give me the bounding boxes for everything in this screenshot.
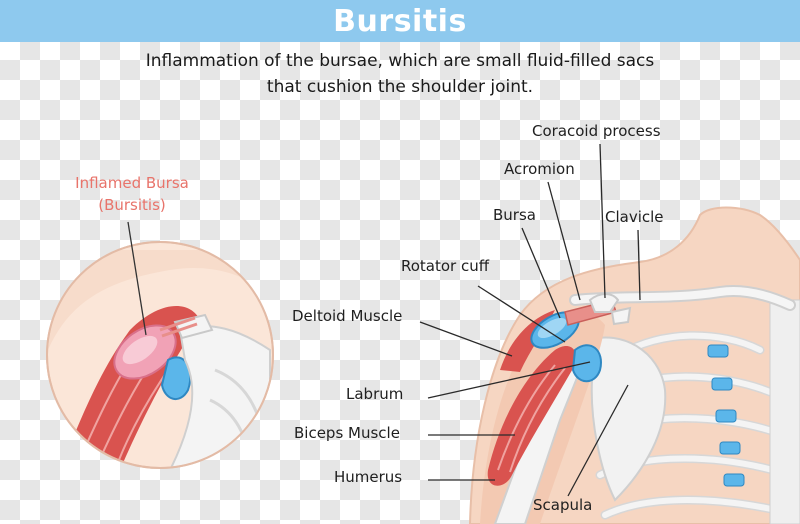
label-rotator-cuff: Rotator cuff [401, 257, 490, 275]
subtitle-line-1: Inflammation of the bursae, which are sm… [145, 51, 655, 71]
label-acromion: Acromion [504, 160, 575, 178]
title-banner: Bursitis [0, 0, 800, 42]
clavicle-leader [637, 229, 641, 301]
label-humerus: Humerus [334, 468, 403, 486]
coracoid-leader [599, 143, 606, 299]
label-scapula: Scapula [533, 496, 593, 514]
label-deltoid-muscle: Deltoid Muscle [292, 307, 403, 325]
bursa-leader [521, 227, 561, 319]
scapula-leader [567, 384, 629, 497]
label-labrum: Labrum [346, 385, 404, 403]
inset-label: Inflamed Bursa (Bursitis) [52, 172, 212, 216]
inset-label-line-1: Inflamed Bursa [75, 174, 189, 192]
labrum-leader [427, 361, 591, 399]
inset-pointer-line [127, 221, 147, 336]
label-bursa: Bursa [493, 206, 536, 224]
subtitle: Inflammation of the bursae, which are sm… [0, 48, 800, 100]
page-title: Bursitis [333, 3, 467, 39]
acromion-leader [547, 181, 581, 301]
subtitle-line-2: that cushion the shoulder joint. [266, 77, 534, 97]
inset-zoom [46, 241, 274, 469]
label-coracoid-process: Coracoid process [532, 122, 661, 140]
shoulder-anatomy [419, 143, 800, 524]
label-biceps-muscle: Biceps Muscle [294, 424, 400, 442]
deltoid-leader [419, 321, 513, 357]
rotator-leader [477, 285, 566, 343]
inset-label-line-2: (Bursitis) [98, 196, 166, 214]
label-clavicle: Clavicle [605, 208, 664, 226]
